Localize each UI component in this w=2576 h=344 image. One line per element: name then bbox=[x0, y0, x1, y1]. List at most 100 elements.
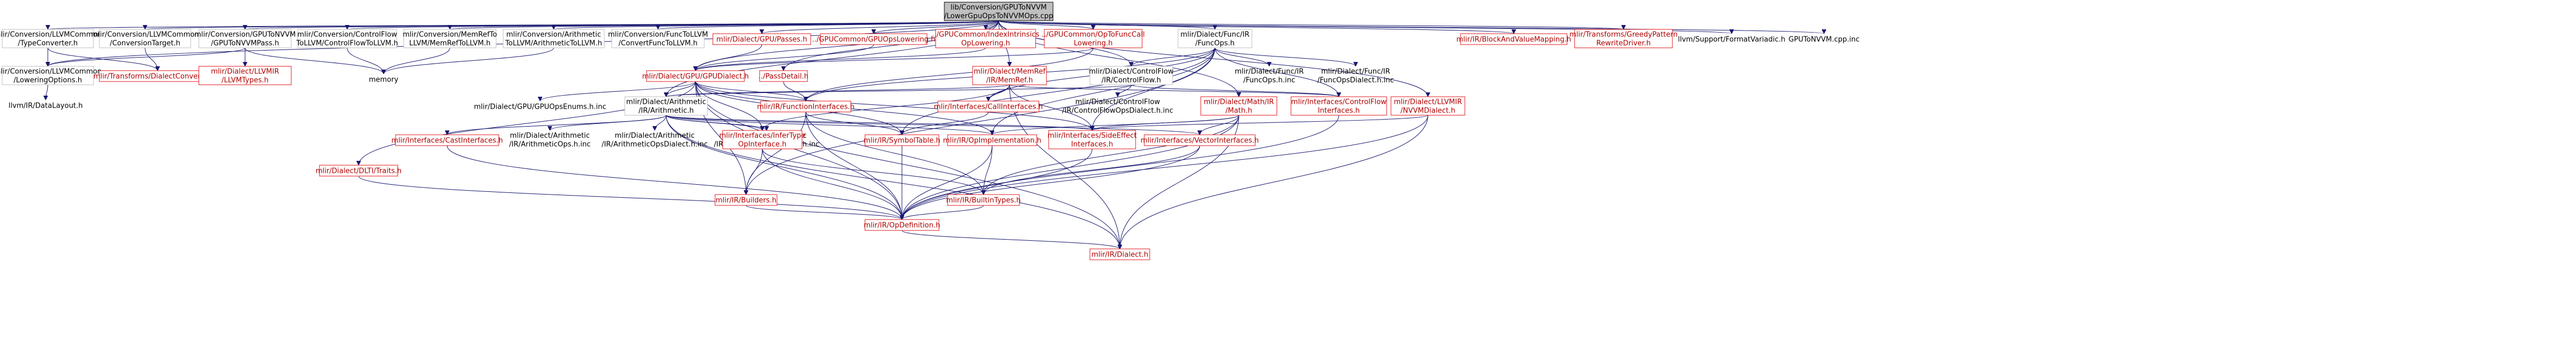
node-label: mlir/IR/SymbolTable.h bbox=[863, 137, 940, 145]
node-label: mlir/Dialect/LLVMIR bbox=[1394, 98, 1462, 107]
node-label: mlir/IR/OpImplementation.h bbox=[943, 137, 1042, 145]
node-builders[interactable]: mlir/IR/Builders.h bbox=[714, 194, 778, 206]
node-box bbox=[1290, 96, 1387, 116]
edge-gpudialect-to-sideeffect bbox=[695, 81, 1092, 131]
node-label: mlir/Conversion/LLVMCommon bbox=[0, 31, 102, 39]
node-conv-gputonvvm[interactable]: mlir/Conversion/GPUToNVVM/GPUToNVVMPass.… bbox=[195, 29, 296, 48]
node-label: mlir/Conversion/LLVMCommon bbox=[0, 68, 102, 76]
node-arith-ops-inc: mlir/Dialect/Arithmetic/IR/ArithmeticOps… bbox=[509, 132, 591, 149]
node-box bbox=[1089, 66, 1173, 85]
node-gputonvvm-inc: GPUToNVVM.cpp.inc bbox=[1789, 36, 1860, 44]
edge-callinterfaces-to-symboltable bbox=[902, 111, 989, 135]
edge-cf_ir-to-cf_dialect_inc bbox=[1118, 84, 1132, 97]
node-label: Interfaces.h bbox=[1318, 107, 1359, 115]
node-passdetail[interactable]: ../PassDetail.h bbox=[759, 70, 808, 82]
node-conv-functollvm[interactable]: mlir/Conversion/FuncToLLVM/ConvertFuncTo… bbox=[608, 29, 708, 48]
node-conv-arith[interactable]: mlir/Conversion/ArithmeticToLLVM/Arithme… bbox=[503, 29, 605, 48]
edge-func_ops-to-cf_interfaces bbox=[1214, 47, 1339, 97]
node-blockandvalue[interactable]: mlir/IR/BlockAndValueMapping.h bbox=[1456, 33, 1571, 45]
edge-math-to-builtintypes bbox=[983, 115, 1239, 195]
node-cf-ir[interactable]: mlir/Dialect/ControlFlow/IR/ControlFlow.… bbox=[1089, 66, 1174, 85]
node-gpucommon-lowering[interactable]: ../GPUCommon/GPUOpsLowering.h bbox=[812, 33, 936, 45]
node-conv-cf[interactable]: mlir/Conversion/ControlFlowToLLVM/Contro… bbox=[296, 29, 398, 48]
edge-root-to-gputonvvm_inc bbox=[998, 20, 1824, 34]
node-label: mlir/Conversion/ControlFlow bbox=[297, 31, 397, 39]
edge-cf_ir-to-cf_interfaces bbox=[1131, 84, 1339, 97]
node-label: mlir/Dialect/LLVMIR bbox=[211, 68, 279, 76]
node-box bbox=[1044, 29, 1143, 48]
node-functioninterfaces[interactable]: mlir/IR/FunctionInterfaces.h bbox=[757, 101, 855, 112]
node-label: /LoweringOptions.h bbox=[14, 77, 82, 85]
node-arith[interactable]: mlir/Dialect/Arithmetic/IR/Arithmetic.h bbox=[624, 96, 708, 116]
node-math[interactable]: mlir/Dialect/Math/IR/Math.h bbox=[1200, 96, 1277, 116]
node-label: /GPUToNVVMPass.h bbox=[211, 40, 279, 48]
node-dlti[interactable]: mlir/Dialect/DLTI/Traits.h bbox=[316, 165, 402, 177]
node-conv-typeconv[interactable]: mlir/Conversion/LLVMCommon/TypeConverter… bbox=[0, 29, 102, 48]
node-label: /IR/ArithmeticOps.h.inc bbox=[509, 141, 591, 149]
node-label: /IR/ArithmeticOpsDialect.h.inc bbox=[601, 141, 708, 149]
node-label: mlir/Interfaces/VectorInterfaces.h bbox=[1140, 137, 1259, 145]
edge-opimpl-to-builtintypes bbox=[983, 145, 993, 195]
edge-nvvm-to-sideeffect bbox=[1092, 115, 1428, 131]
node-label: OpInterface.h bbox=[738, 141, 786, 149]
node-label: mlir/Interfaces/InferType bbox=[719, 132, 806, 140]
node-conv-pattern[interactable]: mlir/Conversion/LLVMCommon/ConversionTar… bbox=[91, 29, 199, 48]
edge-functioninterfaces-to-opdefinition bbox=[805, 111, 902, 220]
node-lowering-options[interactable]: mlir/Conversion/LLVMCommon/LoweringOptio… bbox=[0, 66, 102, 85]
edge-root-to-blockandvalue bbox=[998, 20, 1514, 34]
edge-root-to-conv_gputonvvm bbox=[245, 20, 999, 29]
node-llvmtypes[interactable]: mlir/Dialect/LLVMIR/LLVMTypes.h bbox=[198, 66, 292, 85]
edge-math-to-vectorinterfaces bbox=[1200, 115, 1239, 135]
edge-gpu_passes-to-gpudialect bbox=[695, 44, 762, 71]
node-greedy[interactable]: mlir/Transforms/GreedyPatternRewriteDriv… bbox=[1569, 29, 1678, 48]
node-dialect[interactable]: mlir/IR/Dialect.h bbox=[1089, 248, 1150, 260]
edge-gpucommon_opfunc-to-functioninterfaces bbox=[806, 47, 1094, 102]
edge-arith-to-opimpl bbox=[666, 115, 992, 135]
node-box bbox=[198, 29, 292, 48]
node-box bbox=[972, 66, 1047, 85]
edge-sideeffect-to-opdefinition bbox=[902, 148, 1093, 220]
node-box bbox=[1200, 96, 1277, 116]
edge-root-to-greedy bbox=[998, 20, 1624, 29]
edge-cf_ir-to-arith bbox=[666, 84, 1132, 97]
edge-math-to-opimpl bbox=[992, 115, 1239, 135]
node-box bbox=[611, 29, 705, 48]
edge-opimpl-to-opdefinition bbox=[902, 145, 993, 220]
edge-gpudialect-to-gpu_enums bbox=[540, 81, 696, 102]
node-opimpl[interactable]: mlir/IR/OpImplementation.h bbox=[943, 134, 1042, 146]
node-conv-memref[interactable]: mlir/Conversion/MemRefToLLVM/MemRefToLLV… bbox=[403, 29, 497, 48]
node-nvvm[interactable]: mlir/Dialect/LLVMIR/NVVMDialect.h bbox=[1390, 96, 1465, 116]
node-gpudialect[interactable]: mlir/Dialect/GPU/GPUDialect.h bbox=[642, 70, 749, 82]
node-label: mlir/Dialect/GPU/Passes.h bbox=[716, 36, 807, 44]
node-label: GPUToNVVM.cpp.inc bbox=[1789, 36, 1860, 44]
node-castinterfaces[interactable]: mlir/Interfaces/CastInterfaces.h bbox=[391, 134, 503, 146]
nodes-layer: lib/Conversion/GPUToNVVM/LowerGpuOpsToNV… bbox=[0, 2, 1859, 260]
node-label: llvm/Support/FormatVariadic.h bbox=[1678, 36, 1785, 44]
edge-conv_gputonvvm-to-memory bbox=[245, 47, 384, 74]
node-label: /Math.h bbox=[1225, 107, 1252, 115]
node-builtintypes[interactable]: mlir/IR/BuiltinTypes.h bbox=[946, 194, 1021, 206]
node-box bbox=[503, 29, 605, 48]
node-label: mlir/IR/BlockAndValueMapping.h bbox=[1456, 36, 1571, 44]
edges-layer bbox=[46, 20, 1824, 249]
edge-func_ops-to-func_dialect_inc bbox=[1214, 47, 1356, 67]
node-opdefinition[interactable]: mlir/IR/OpDefinition.h bbox=[864, 219, 941, 231]
node-vectorinterfaces[interactable]: mlir/Interfaces/VectorInterfaces.h bbox=[1140, 134, 1259, 146]
node-gpu-passes[interactable]: mlir/Dialect/GPU/Passes.h bbox=[712, 33, 811, 45]
node-dialect-conversion[interactable]: mlir/Transforms/DialectConversion.h bbox=[93, 70, 222, 82]
node-callinterfaces[interactable]: mlir/Interfaces/CallInterfaces.h bbox=[934, 101, 1043, 112]
node-func-ops[interactable]: mlir/Dialect/Func/IR/FuncOps.h bbox=[1177, 29, 1252, 48]
node-label: ToLLVM/ArithmeticToLLVM.h bbox=[505, 40, 602, 48]
node-gpu-enums: mlir/Dialect/GPU/GPUOpsEnums.h.inc bbox=[474, 103, 606, 111]
node-symboltable[interactable]: mlir/IR/SymbolTable.h bbox=[863, 134, 941, 146]
edge-func_ops-to-opimpl bbox=[992, 47, 1215, 135]
node-memref-ir[interactable]: mlir/Dialect/MemRef/IR/MemRef.h bbox=[972, 66, 1047, 85]
node-label: mlir/IR/BuiltinTypes.h bbox=[946, 197, 1020, 205]
edge-gpudialect-to-dlti bbox=[359, 81, 696, 165]
edge-conv_memref-to-memory bbox=[384, 47, 450, 74]
